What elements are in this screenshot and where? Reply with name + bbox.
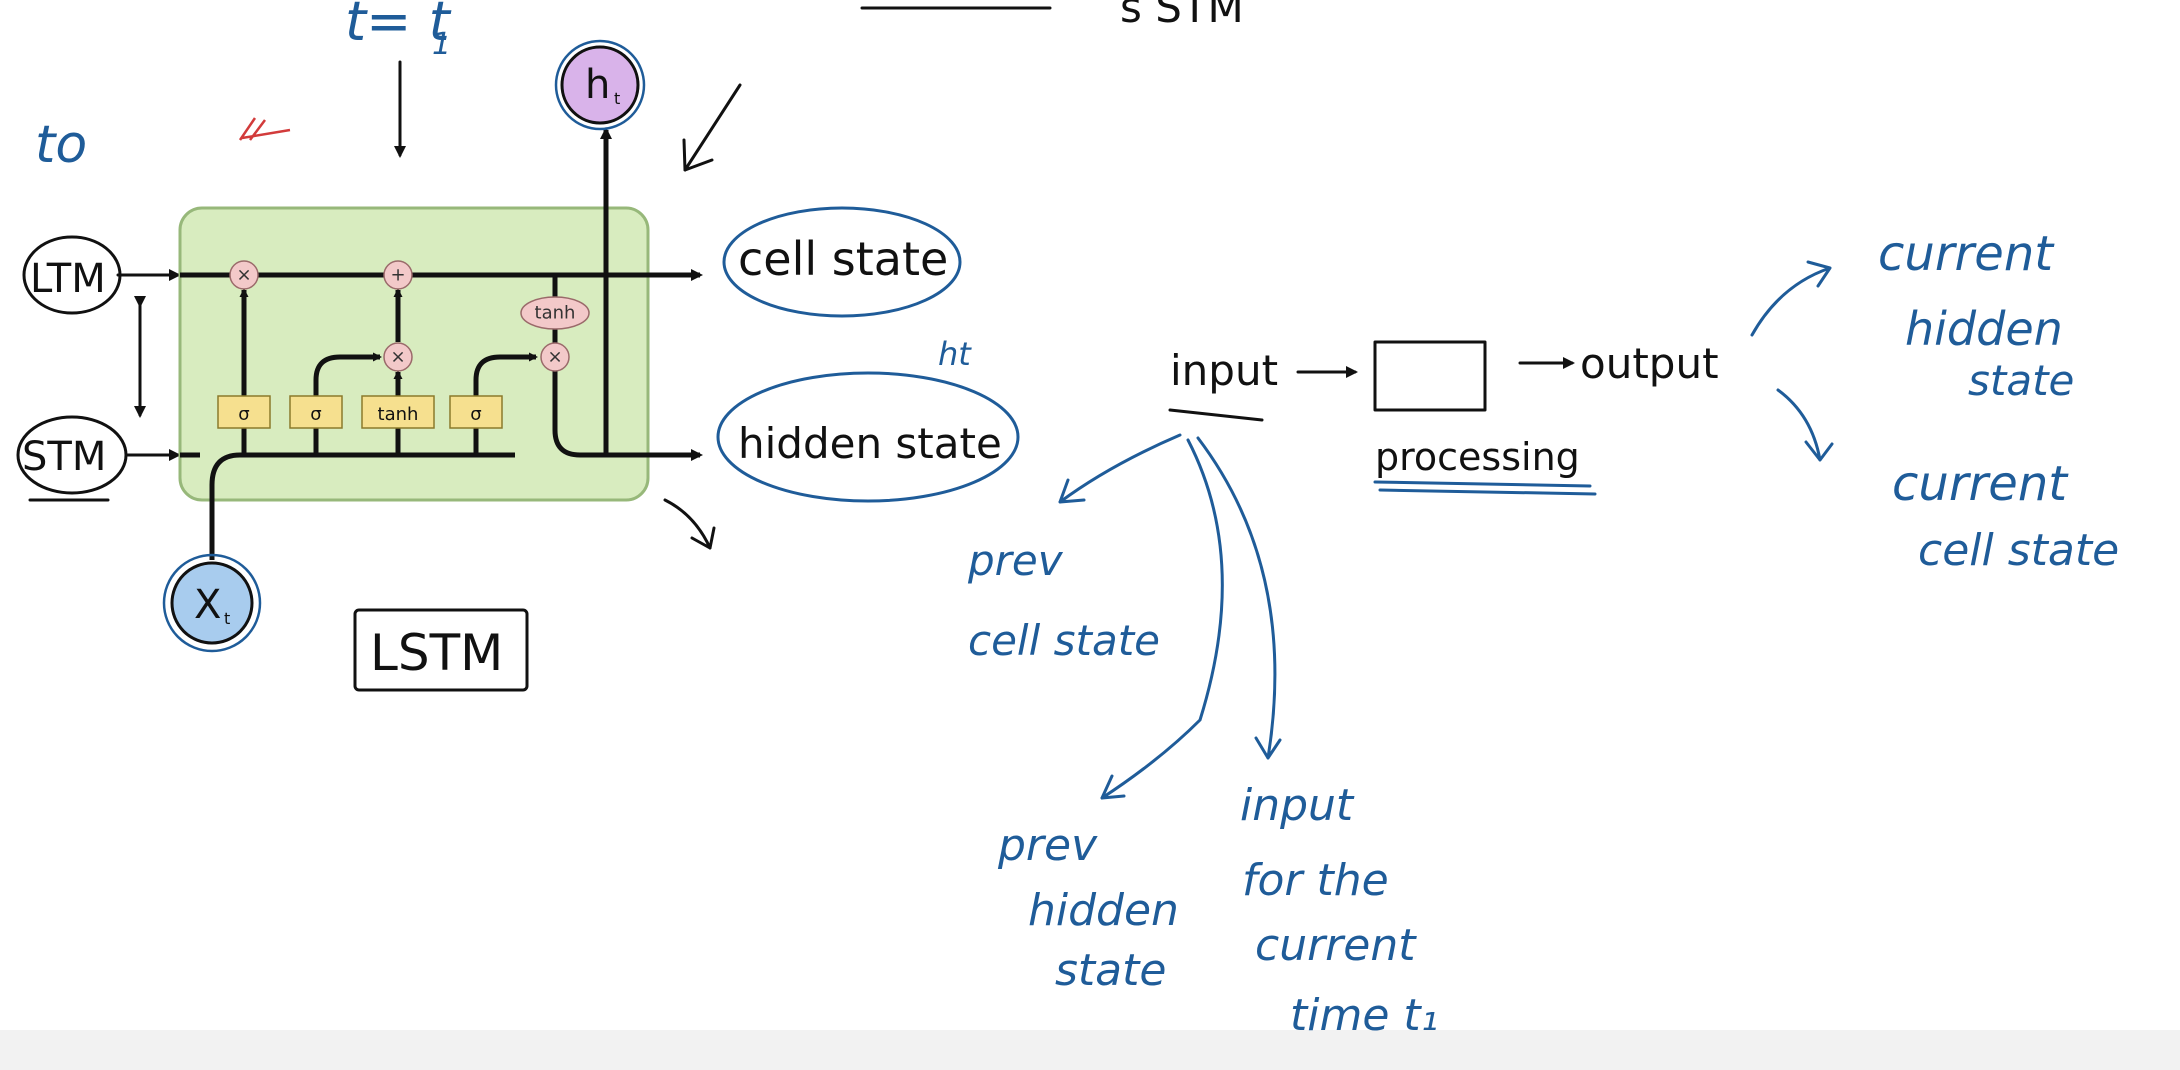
hand-arrow-down-left	[682, 83, 742, 172]
ht-label: ht	[938, 335, 972, 373]
op-forget-multiply-label: ×	[236, 265, 251, 286]
ltm-label: LTM	[30, 256, 106, 302]
prev-cell-line-0: prev	[967, 536, 1064, 585]
op-input-multiply: ×	[383, 342, 413, 372]
cell-state-bubble	[722, 206, 962, 318]
output-node-ht: h t	[554, 39, 646, 131]
op-output-multiply: ×	[540, 342, 570, 372]
gate-input: σ	[289, 395, 343, 429]
prev-hidden-state-text: prev hidden state	[997, 820, 1179, 996]
branch-to-prev-cell	[1058, 433, 1182, 504]
flow-input-label: input	[1170, 346, 1278, 395]
prev-cell-line-1: cell state	[968, 616, 1160, 665]
output-node-sub: t	[614, 89, 620, 108]
current-cell-line-0: current	[1892, 456, 2069, 512]
branch-to-current-input	[1196, 436, 1282, 760]
branch-to-prev-hidden	[1100, 438, 1224, 800]
processing-underline	[1373, 480, 1597, 496]
current-cell-line-1: cell state	[1918, 525, 2119, 576]
flow-output-label: output	[1580, 339, 1719, 388]
hand-arrow-curve	[663, 498, 716, 550]
current-cell-state-text: current cell state	[1892, 456, 2119, 576]
input-gate-stem	[313, 352, 382, 455]
flow-input-underline	[1168, 408, 1264, 422]
input-current-line-2: current	[1255, 920, 1417, 971]
gate-input-label: σ	[310, 404, 321, 425]
gate-candidate: tanh	[361, 395, 435, 429]
op-output-multiply-label: ×	[547, 347, 562, 368]
time-label: t= t 1	[345, 0, 452, 62]
current-hidden-line-2: state	[1968, 356, 2074, 405]
input-node-label: X	[194, 582, 221, 628]
hidden-state-line	[180, 275, 700, 455]
op-add-label: +	[390, 265, 405, 286]
bottom-band	[0, 1030, 2180, 1070]
branch-to-current-cell	[1776, 388, 1834, 462]
input-current-line-0: input	[1240, 780, 1355, 831]
lstm-label-box	[353, 608, 529, 692]
processing-label: processing	[1375, 435, 1580, 479]
lstm-label: LSTM	[370, 624, 503, 682]
prev-hidden-line-2: state	[1055, 945, 1166, 996]
cell-state-label: cell state	[738, 232, 948, 286]
branch-to-current-hidden	[1750, 260, 1832, 337]
op-tanh: tanh	[520, 296, 590, 330]
op-add: +	[383, 260, 413, 290]
input-current-line-3: time t₁	[1290, 990, 1438, 1041]
input-node-sub: t	[224, 609, 230, 628]
prev-hidden-line-1: hidden	[1028, 885, 1179, 936]
prev-cell-state-text: prev cell state	[967, 536, 1160, 665]
input-current-line-1: for the	[1242, 855, 1389, 906]
hidden-state-bubble	[716, 371, 1020, 503]
output-gate-stem	[473, 352, 538, 455]
gate-candidate-label: tanh	[378, 404, 419, 425]
prev-hidden-line-0: prev	[997, 820, 1098, 871]
gate-output-label: σ	[470, 404, 481, 425]
gate-forget-label: σ	[238, 404, 249, 425]
input-xt-line	[209, 452, 515, 560]
stm-label: STM	[22, 434, 106, 480]
top-partial-text: s STM	[1120, 0, 1244, 32]
gate-forget: σ	[217, 395, 271, 429]
output-node-label: h	[585, 62, 610, 108]
op-tanh-label: tanh	[535, 303, 576, 324]
input-current-time-text: input for the current time t₁	[1240, 780, 1438, 1041]
op-forget-multiply: ×	[229, 260, 259, 290]
t0-label: to	[35, 115, 87, 175]
op-input-multiply-label: ×	[390, 347, 405, 368]
gate-output: σ	[449, 395, 503, 429]
current-hidden-line-0: current	[1878, 226, 2055, 282]
current-hidden-state-text: current hidden state	[1878, 226, 2074, 405]
hidden-state-label: hidden state	[738, 419, 1002, 468]
time-label-sub: 1	[432, 27, 451, 62]
input-node-xt: X t	[162, 553, 262, 653]
time-label-text: t= t	[345, 0, 452, 53]
processing-box	[1373, 340, 1487, 412]
red-check-mark	[238, 117, 291, 141]
current-hidden-line-1: hidden	[1905, 302, 2063, 356]
